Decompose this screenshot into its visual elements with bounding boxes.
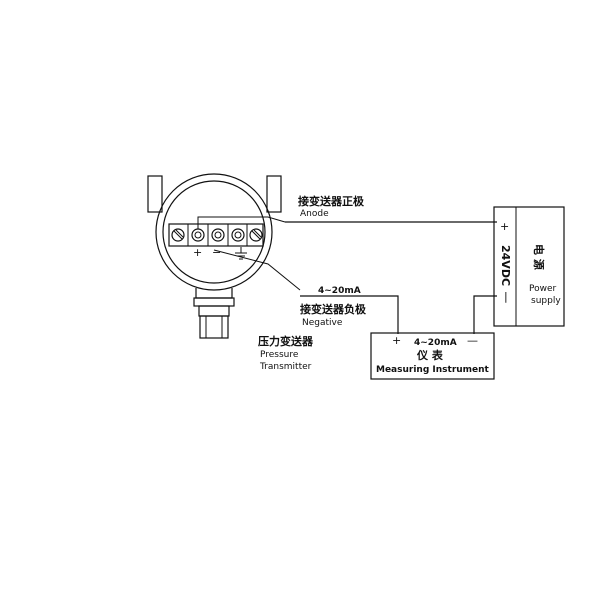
instrument-name-cn: 仪 表 — [416, 348, 444, 362]
power-supply: + 24VDC | 电 源 Power supply — [493, 206, 565, 327]
terminal-screw-icon — [211, 228, 225, 242]
stem-upper — [198, 305, 230, 317]
instrument-signal: 4~20mA — [414, 338, 457, 348]
anode-label-en: Anode — [300, 209, 329, 219]
negative-wire — [300, 295, 399, 334]
terminal-screw-icon — [231, 228, 245, 242]
power-name-en-2: supply — [531, 296, 561, 306]
anode-lead — [197, 216, 286, 229]
anode-label-cn: 接变送器正极 — [298, 194, 365, 208]
return-wire — [473, 295, 497, 334]
pressure-transmitter: + − — [147, 173, 301, 339]
wiring: 4~20mA — [285, 221, 497, 334]
measuring-instrument: + 4~20mA — 仪 表 Measuring Instrument — [370, 332, 495, 380]
negative-label-en: Negative — [302, 318, 343, 328]
power-name-cn: 电 源 — [532, 244, 546, 270]
housing-outer — [155, 173, 273, 291]
instrument-name-en: Measuring Instrument — [376, 365, 490, 375]
left-boss — [147, 175, 163, 213]
right-boss — [266, 175, 282, 213]
transmitter-plus-mark: + — [193, 246, 202, 259]
ground-icon — [235, 247, 247, 260]
transmitter-name-en-2: Transmitter — [259, 362, 312, 372]
housing-inner — [162, 180, 266, 284]
terminal-screw-icon — [171, 228, 185, 242]
terminal-screw-icon — [191, 228, 205, 242]
power-supply-box — [493, 206, 565, 327]
instrument-box — [370, 332, 495, 380]
power-plus-mark: + — [500, 220, 509, 233]
power-name-en-1: Power — [529, 284, 557, 294]
transmitter-name-cn: 压力变送器 — [258, 334, 314, 348]
terminal-screw-icon — [249, 228, 263, 242]
stem-hex — [199, 315, 229, 339]
transmitter-name-en-1: Pressure — [260, 350, 299, 360]
transmitter-minus-mark: − — [212, 246, 221, 259]
housing-collar — [193, 297, 235, 307]
loop-signal-label: 4~20mA — [318, 286, 361, 296]
instrument-plus-mark: + — [392, 334, 401, 347]
power-voltage: 24VDC — [499, 245, 512, 286]
terminal-block — [168, 223, 264, 247]
power-minus-mark: | — [504, 290, 508, 303]
instrument-minus-mark: — — [467, 334, 478, 347]
negative-label-cn: 接变送器负极 — [300, 302, 367, 316]
negative-lead — [213, 249, 301, 291]
